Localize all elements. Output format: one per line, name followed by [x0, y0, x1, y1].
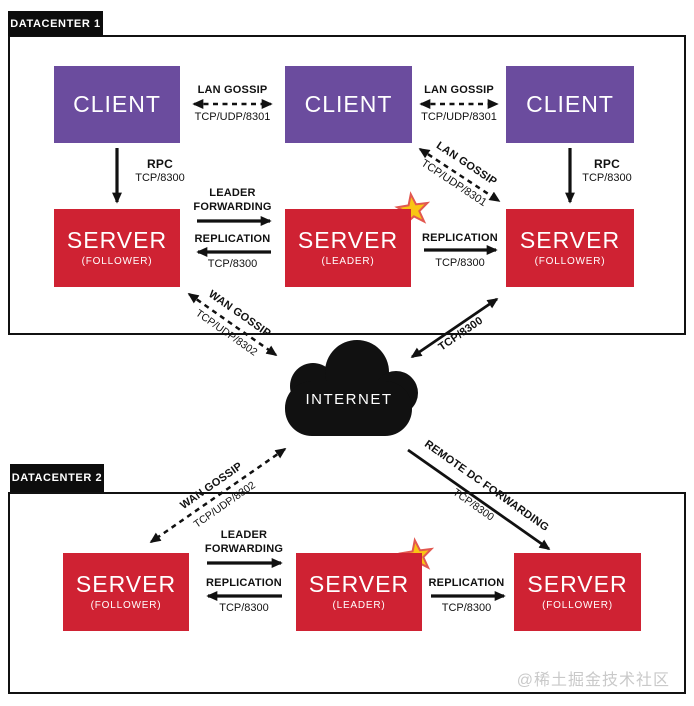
datacenter2-label: DATACENTER 2: [10, 464, 104, 492]
rpc-right-title: RPC: [594, 157, 620, 171]
dc2-replication-back-label: REPLICATION: [206, 577, 282, 589]
watermark-text: @稀土掘金技术社区: [516, 672, 670, 689]
rpc-right-label: RPC TCP/8300: [578, 157, 636, 184]
dc2-lf-line1: LEADER: [220, 529, 268, 541]
rpc-left-title: RPC: [147, 157, 173, 171]
dc2-server-follower-left: SERVER (FOLLOWER): [63, 553, 189, 631]
lan-gossip-diagonal-arrow: [418, 147, 501, 203]
dc2-server-3-role: (FOLLOWER): [542, 600, 613, 611]
datacenter1-label-text: DATACENTER 1: [10, 17, 101, 30]
dc1-server-1-role: (FOLLOWER): [81, 256, 153, 267]
dc2-lf-line2: FORWARDING: [204, 543, 284, 555]
tcp-8300-right-arrow: [410, 297, 499, 359]
datacenter2-label-text: DATACENTER 2: [11, 472, 103, 484]
dc1-server-2-title: SERVER: [297, 227, 399, 253]
dc1-client-3-title: CLIENT: [526, 91, 614, 117]
lan-gossip-left-sub: TCP/UDP/8301: [194, 110, 271, 123]
datacenter1-boundary: [8, 35, 686, 335]
datacenter2-boundary: [8, 492, 686, 694]
lan-gossip-left-label: LAN GOSSIP TCP/UDP/8301: [182, 84, 283, 123]
dc1-server-3-role: (FOLLOWER): [534, 256, 606, 267]
dc2-server-1-role: (FOLLOWER): [90, 600, 162, 611]
dc1-client-2: CLIENT: [285, 66, 412, 143]
dc1-server-follower-left: SERVER (FOLLOWER): [54, 209, 180, 287]
lan-gossip-right-title: LAN GOSSIP: [424, 84, 494, 96]
lan-gossip-right-label: LAN GOSSIP TCP/UDP/8301: [409, 84, 509, 123]
wan-gossip-bottom-arrow: [149, 447, 287, 544]
dc2-lf-tcp-label: TCP/8300: [219, 602, 269, 614]
dc2-server-leader: SERVER (LEADER): [296, 553, 422, 631]
dc1-leader-star-icon: [394, 191, 431, 227]
remote-dc-forwarding-arrow: [407, 448, 551, 551]
internet-label: INTERNET: [305, 391, 393, 408]
dc2-replication-right-label: REPLICATION: [428, 577, 505, 589]
lan-gossip-left-title: LAN GOSSIP: [197, 84, 268, 96]
dc2-server-2-title: SERVER: [308, 571, 410, 597]
dc2-server-3-title: SERVER: [527, 571, 628, 597]
dc1-server-leader: SERVER (LEADER): [285, 209, 411, 287]
dc1-server-3-title: SERVER: [519, 227, 621, 253]
dc1-client-3: CLIENT: [506, 66, 634, 143]
dc1-leader-forwarding-label: LEADER FORWARDING: [186, 186, 279, 214]
dc2-replication-right-tcp: TCP/8300: [441, 602, 492, 614]
rpc-left-label: RPC TCP/8300: [131, 157, 189, 184]
rpc-left-sub: TCP/8300: [135, 171, 185, 184]
lan-gossip-right-sub: TCP/UDP/8301: [421, 110, 497, 123]
dc1-replication-right-tcp: TCP/8300: [435, 257, 485, 269]
dc1-lf-line1: LEADER: [209, 187, 256, 199]
dc1-lf-tcp-label: TCP/8300: [207, 258, 258, 270]
dc1-replication-right-label: REPLICATION: [422, 232, 498, 244]
wan-gossip-top-arrow: [187, 292, 278, 357]
dc2-server-follower-right: SERVER (FOLLOWER): [514, 553, 641, 631]
dc1-lf-line2: FORWARDING: [193, 201, 272, 213]
dc1-client-2-title: CLIENT: [304, 91, 393, 117]
dc1-client-1: CLIENT: [54, 66, 180, 143]
dc1-client-1-title: CLIENT: [73, 91, 161, 117]
dc2-server-2-role: (LEADER): [332, 600, 386, 611]
rpc-right-sub: TCP/8300: [582, 171, 632, 184]
dc2-server-1-title: SERVER: [75, 571, 177, 597]
datacenter1-label: DATACENTER 1: [8, 11, 103, 36]
internet-cloud-icon: [285, 340, 418, 436]
dc1-server-1-title: SERVER: [66, 227, 168, 253]
dc1-replication-back-label: REPLICATION: [194, 233, 271, 245]
dc2-leader-forwarding-label: LEADER FORWARDING: [197, 528, 291, 556]
dc1-server-follower-right: SERVER (FOLLOWER): [506, 209, 634, 287]
dc1-server-2-role: (LEADER): [321, 256, 375, 267]
